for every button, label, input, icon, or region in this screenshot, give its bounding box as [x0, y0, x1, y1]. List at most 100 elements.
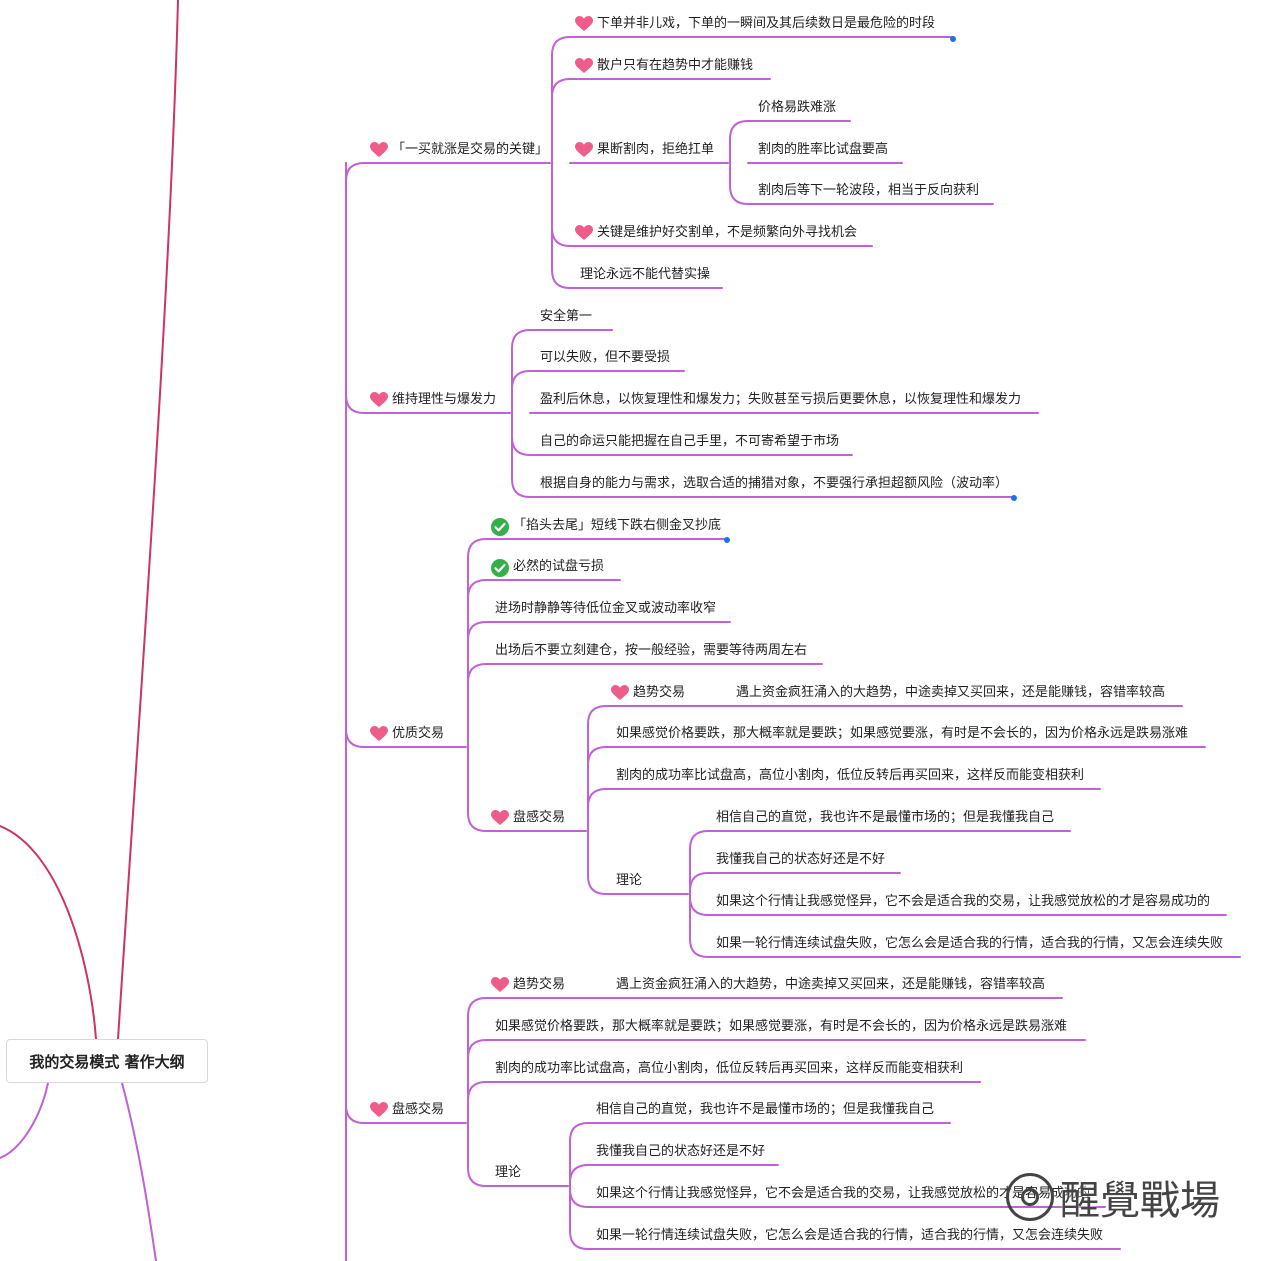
- node-b2-c5-label: 根据自身的能力与需求，选取合适的捕猎对象，不要强行承担超额风险（波动率）: [540, 476, 1009, 491]
- node-b3-c5d1[interactable]: 相信自己的直觉，我也许不是最懂市场的；但是我懂我自己: [716, 810, 1054, 826]
- root-node[interactable]: 我的交易模式 著作大纲: [6, 1039, 208, 1083]
- heart-icon: [575, 58, 593, 74]
- node-b1-c3c-label: 割肉后等下一轮波段，相当于反向获利: [758, 183, 980, 198]
- heart-icon: [491, 810, 509, 826]
- node-b1-c3c[interactable]: 割肉后等下一轮波段，相当于反向获利: [758, 183, 979, 199]
- node-b2-c5[interactable]: 根据自身的能力与需求，选取合适的捕猎对象，不要强行承担超额风险（波动率）: [540, 476, 1008, 492]
- watermark: 醒覺戰場: [1006, 1168, 1220, 1226]
- node-b3-c5[interactable]: 盘感交易: [491, 810, 565, 826]
- node-b2-c1[interactable]: 安全第一: [540, 309, 592, 325]
- branch-quality-trade[interactable]: 优质交易: [370, 726, 444, 742]
- node-b4-c4b[interactable]: 我懂我自己的状态好还是不好: [596, 1144, 765, 1160]
- node-b3-c5d4[interactable]: 如果一轮行情连续试盘失败，它怎么会是适合我的行情，适合我的行情，又怎会连续失败: [716, 936, 1223, 952]
- node-b2-c2[interactable]: 可以失败，但不要受损: [540, 350, 670, 366]
- node-b4-c1-note: 遇上资金疯狂涌入的大趋势，中途卖掉又买回来，还是能赚钱，容错率较高: [616, 977, 1046, 992]
- node-b3-c5d3[interactable]: 如果这个行情让我感觉怪异，它不会是适合我的交易，让我感觉放松的才是容易成功的: [716, 894, 1210, 910]
- node-b2-c1-label: 安全第一: [540, 309, 593, 324]
- connector-line: [689, 893, 709, 958]
- node-b4-c4a[interactable]: 相信自己的直觉，我也许不是最懂市场的；但是我懂我自己: [596, 1102, 934, 1118]
- heart-icon: [575, 16, 593, 32]
- node-b2-c2-label: 可以失败，但不要受损: [540, 350, 671, 365]
- node-b3-c3-label: 进场时静静等待低位金叉或波动率收窄: [495, 601, 717, 616]
- connector-line: [551, 162, 571, 289]
- weibo-logo-icon: [1006, 1173, 1054, 1221]
- connector-line: [587, 788, 607, 832]
- heart-icon: [611, 685, 629, 701]
- connector-line: [587, 830, 607, 895]
- node-b3-c4[interactable]: 出场后不要立刻建仓，按一般经验，需要等待两周左右: [495, 643, 807, 659]
- node-b3-c5d1-label: 相信自己的直觉，我也许不是最懂市场的；但是我懂我自己: [716, 810, 1055, 825]
- node-b4-c4d[interactable]: 如果一轮行情连续试盘失败，它怎么会是适合我的行情，适合我的行情，又怎会连续失败: [596, 1228, 1103, 1244]
- node-b3-c5c[interactable]: 割肉的成功率比试盘高，高位小割肉，低位反转后再买回来，这样反而能变相获利: [616, 768, 1084, 784]
- node-b4-c3[interactable]: 割肉的成功率比试盘高，高位小割肉，低位反转后再买回来，这样反而能变相获利: [495, 1061, 963, 1077]
- connector-line: [467, 746, 487, 832]
- heart-icon: [370, 1102, 388, 1118]
- heart-icon: [491, 977, 509, 993]
- node-b3-c1-label: 「掐头去尾」短线下跌右侧金叉抄底: [513, 518, 722, 533]
- node-b1-c3a[interactable]: 价格易跌难涨: [758, 100, 836, 116]
- branch-quality-trade-label: 优质交易: [392, 726, 445, 741]
- connector-line: [587, 746, 607, 832]
- heart-icon: [370, 142, 388, 158]
- connector-line: [467, 538, 487, 748]
- node-b3-c5d[interactable]: 理论: [616, 873, 642, 889]
- node-b1-c5[interactable]: 理论永远不能代替实操: [580, 267, 710, 283]
- node-b3-c5a[interactable]: 趋势交易: [611, 685, 685, 701]
- check-icon: [491, 518, 509, 536]
- node-b3-c2-label: 必然的试盘亏损: [513, 559, 605, 574]
- node-b1-c3[interactable]: 果断割肉，拒绝扛单: [575, 142, 714, 158]
- node-b3-c5d2[interactable]: 我懂我自己的状态好还是不好: [716, 852, 885, 868]
- node-b3-c5b[interactable]: 如果感觉价格要跌，那大概率就是要跌；如果感觉要涨，有时是不会长的，因为价格永远是…: [616, 726, 1188, 742]
- node-b2-c3-label: 盈利后休息，以恢复理性和爆发力；失败甚至亏损后更要休息，以恢复理性和爆发力: [540, 392, 1022, 407]
- node-b4-c4c-label: 如果这个行情让我感觉怪异，它不会是适合我的交易，让我感觉放松的才是容易成功的: [596, 1186, 1091, 1201]
- branch-rational-label: 维持理性与爆发力: [392, 392, 497, 407]
- node-b4-c2[interactable]: 如果感觉价格要跌，那大概率就是要跌；如果感觉要涨，有时是不会长的，因为价格永远是…: [495, 1019, 1067, 1035]
- connector-line: [569, 1164, 589, 1187]
- collapse-handle[interactable]: [950, 36, 956, 42]
- branch-feel-trade[interactable]: 盘感交易: [370, 1102, 444, 1118]
- connector-line: [569, 1185, 589, 1208]
- node-b4-c4[interactable]: 理论: [495, 1165, 521, 1181]
- node-b2-c4[interactable]: 自己的命运只能把握在自己手里，不可寄希望于市场: [540, 434, 839, 450]
- node-b1-c5-label: 理论永远不能代替实操: [580, 267, 711, 282]
- collapse-handle[interactable]: [1011, 495, 1017, 501]
- node-b1-c1[interactable]: 下单并非儿戏，下单的一瞬间及其后续数日是最危险的时段: [575, 16, 935, 32]
- node-b4-c4b-label: 我懂我自己的状态好还是不好: [596, 1144, 766, 1159]
- node-b1-c3b-label: 割肉的胜率比试盘要高: [758, 142, 889, 157]
- node-b1-c4[interactable]: 关键是维护好交割单，不是频繁向外寻找机会: [575, 225, 857, 241]
- connector-line: [689, 893, 709, 916]
- connector-line: [467, 579, 487, 748]
- node-b1-c2-label: 散户只有在趋势中才能赚钱: [597, 58, 754, 73]
- connector-line: [345, 162, 365, 414]
- node-b3-c5d2-label: 我懂我自己的状态好还是不好: [716, 852, 886, 867]
- connector-line: [467, 1081, 487, 1124]
- node-b3-c1[interactable]: 「掐头去尾」短线下跌右侧金叉抄底: [491, 518, 722, 536]
- connector-line: [467, 997, 487, 1124]
- branch-key-buy[interactable]: 「一买就涨是交易的关键」: [370, 142, 548, 158]
- connector-line: [569, 1122, 589, 1187]
- node-b3-c5d4-label: 如果一轮行情连续试盘失败，它怎么会是适合我的行情，适合我的行情，又怎会连续失败: [716, 936, 1224, 951]
- connector-line: [689, 830, 709, 895]
- node-b4-c3-label: 割肉的成功率比试盘高，高位小割肉，低位反转后再买回来，这样反而能变相获利: [495, 1061, 964, 1076]
- collapse-handle[interactable]: [724, 537, 730, 543]
- node-b3-c5a-label: 趋势交易: [633, 685, 686, 700]
- branch-key-buy-label: 「一买就涨是交易的关键」: [392, 142, 549, 157]
- node-b2-c3[interactable]: 盈利后休息，以恢复理性和爆发力；失败甚至亏损后更要休息，以恢复理性和爆发力: [540, 392, 1021, 408]
- connector-line: [345, 162, 365, 1124]
- heart-icon: [575, 225, 593, 241]
- connector-line: [511, 329, 531, 414]
- node-b3-c5b-label: 如果感觉价格要跌，那大概率就是要跌；如果感觉要涨，有时是不会长的，因为价格永远是…: [616, 726, 1189, 741]
- connector-line: [569, 1185, 589, 1250]
- node-b4-c1[interactable]: 趋势交易: [491, 977, 565, 993]
- node-b3-c3[interactable]: 进场时静静等待低位金叉或波动率收窄: [495, 601, 716, 617]
- node-b1-c3b[interactable]: 割肉的胜率比试盘要高: [758, 142, 888, 158]
- connector-line: [551, 162, 571, 247]
- node-b4-c4c[interactable]: 如果这个行情让我感觉怪异，它不会是适合我的交易，让我感觉放松的才是容易成功的: [596, 1186, 1090, 1202]
- connector-line: [467, 621, 487, 748]
- connector-line: [689, 872, 709, 895]
- branch-rational[interactable]: 维持理性与爆发力: [370, 392, 496, 408]
- node-b1-c3a-label: 价格易跌难涨: [758, 100, 837, 115]
- node-b3-c2[interactable]: 必然的试盘亏损: [491, 559, 605, 577]
- node-b1-c2[interactable]: 散户只有在趋势中才能赚钱: [575, 58, 753, 74]
